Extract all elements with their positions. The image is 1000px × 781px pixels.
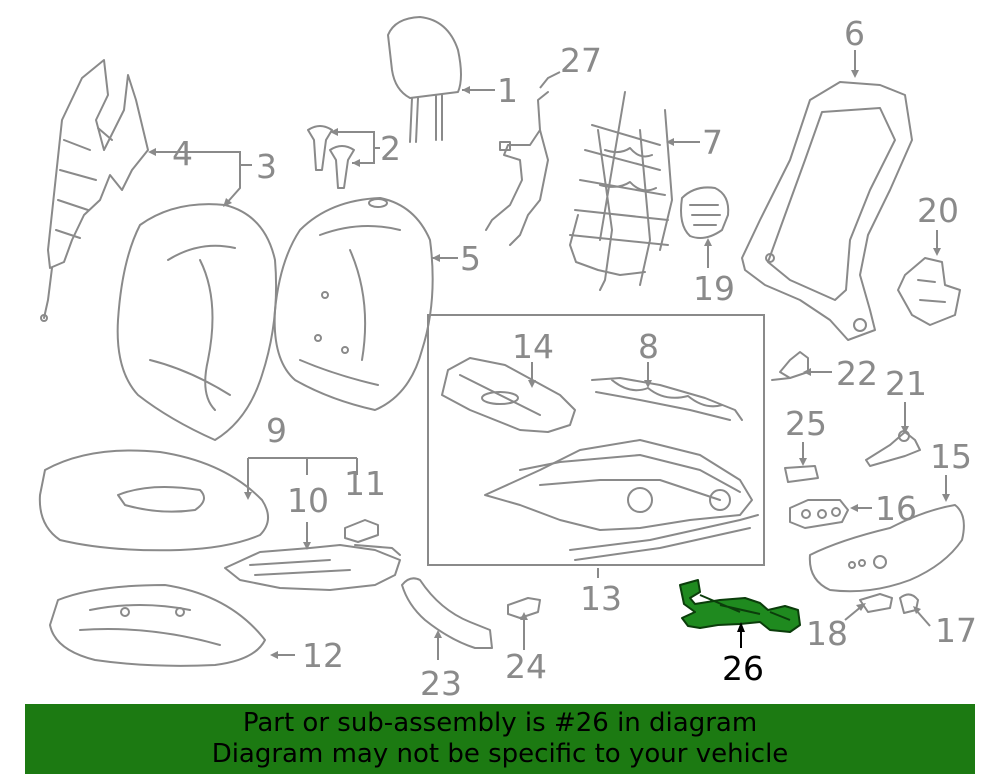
- callout-1: 1: [497, 71, 518, 110]
- part-13-seat-track: [484, 439, 759, 561]
- info-banner: Part or sub-assembly is #26 in diagram D…: [25, 704, 975, 774]
- callout-10: 10: [287, 481, 329, 520]
- seat-parts-diagram: 1 2 3 4 5 6 7 8 9 10 11 12 13 14 15 16 1…: [38, 14, 977, 700]
- callout-25: 25: [785, 404, 827, 443]
- callout-13: 13: [580, 579, 622, 618]
- part-12-cushion-pad: [49, 584, 266, 667]
- part-27-harness: [485, 91, 549, 246]
- callout-17: 17: [935, 611, 977, 650]
- callout-7: 7: [702, 123, 723, 162]
- part-3-seatback-cover: [116, 203, 278, 441]
- part-11-connector: [344, 519, 379, 543]
- part-24-clip: [507, 597, 541, 619]
- callout-5: 5: [460, 239, 481, 278]
- part-14-cushion-pan: [441, 357, 576, 433]
- callout-24: 24: [505, 647, 547, 686]
- callout-labels: 1 2 3 4 5 6 7 8 9 10 11 12 13 14 15 16 1…: [172, 14, 977, 700]
- part-19-motor: [680, 186, 730, 239]
- callout-16: 16: [875, 489, 917, 528]
- part-5-seatback-pad: [273, 197, 434, 411]
- part-26-wire-harness-highlight: [679, 579, 801, 633]
- banner-line-1: Part or sub-assembly is #26 in diagram: [242, 708, 758, 738]
- part-18-cap: [859, 593, 893, 613]
- sub-assembly-box: [427, 314, 765, 566]
- part-10-heater-mat: [224, 544, 401, 591]
- part-21-knob: [865, 430, 921, 467]
- part-8-cushion-spring: [591, 377, 743, 421]
- callout-26: 26: [722, 649, 764, 688]
- callout-3: 3: [256, 147, 277, 186]
- part-9-cushion-cover: [38, 449, 269, 552]
- part-15-side-shield: [808, 504, 965, 593]
- callout-6: 6: [844, 14, 865, 53]
- part-20-bracket: [897, 257, 961, 326]
- part-4-seatback-panel: [40, 59, 149, 322]
- callout-14: 14: [512, 327, 554, 366]
- callout-11: 11: [344, 464, 386, 503]
- part-6-seatback-frame: [741, 81, 913, 341]
- callout-18: 18: [806, 614, 848, 653]
- callout-21: 21: [885, 364, 927, 403]
- callout-4: 4: [172, 134, 193, 173]
- callout-9: 9: [266, 411, 287, 450]
- part-25-tag: [784, 465, 819, 483]
- part-2-pins: [307, 125, 355, 189]
- part-23-side-trim: [401, 577, 493, 649]
- callout-20: 20: [917, 191, 959, 230]
- banner-line-2: Diagram may not be specific to your vehi…: [211, 739, 789, 769]
- callout-19: 19: [693, 269, 735, 308]
- callout-2: 2: [380, 129, 401, 168]
- leader-lines: [148, 50, 950, 660]
- callout-15: 15: [930, 437, 972, 476]
- callout-27: 27: [560, 41, 602, 80]
- part-1-headrest: [387, 16, 462, 143]
- callout-8: 8: [638, 327, 659, 366]
- part-22-clip: [771, 351, 809, 381]
- callout-23: 23: [420, 664, 462, 700]
- part-16-switch-base: [789, 499, 849, 529]
- callout-12: 12: [302, 636, 344, 675]
- callout-22: 22: [836, 354, 878, 393]
- part-7-spring-frame: [569, 91, 673, 291]
